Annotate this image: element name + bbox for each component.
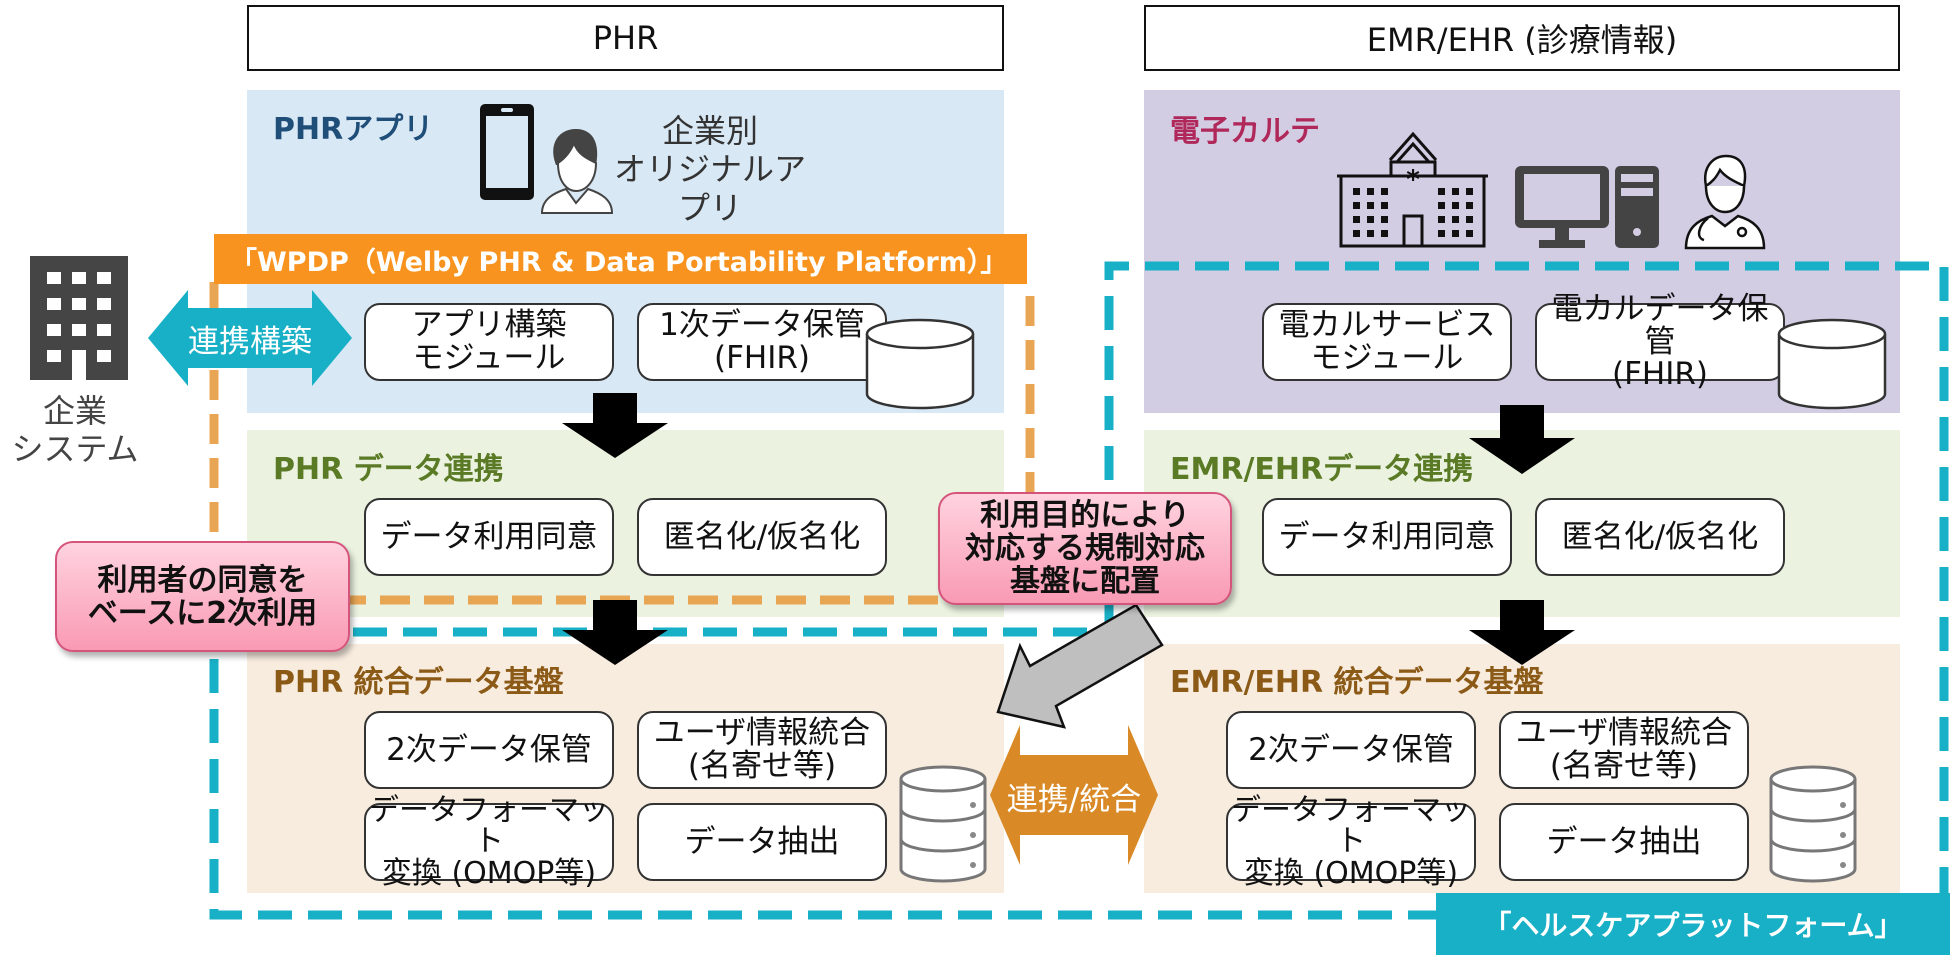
module-secondary-storage-phr[interactable]: 2次データ保管 [364, 711, 614, 789]
enterprise-system-label: 企業 システム [11, 392, 139, 469]
integration-arrow [990, 725, 1158, 865]
hospital-icon: * [1337, 131, 1488, 248]
arrow-down-phr-2 [562, 600, 668, 665]
emr-header-text: EMR/EHR (診療情報) [1366, 21, 1678, 59]
svg-text:*: * [1406, 165, 1420, 195]
module-data-consent-emr[interactable]: データ利用同意 [1262, 498, 1512, 576]
emr-column-header: EMR/EHR (診療情報) [1144, 5, 1900, 71]
phr-app-caption: 企業別 オリジナルアプリ [613, 112, 806, 227]
phr-header-text: PHR [592, 19, 659, 57]
smartphone-icon [480, 104, 534, 200]
module-user-merge-emr[interactable]: ユーザ情報統合 (名寄せ等) [1499, 711, 1749, 789]
emr-chart-title: 電子カルテ [1170, 114, 1320, 149]
database-server-icon [1769, 765, 1857, 883]
phr-data-link-title: PHR データ連携 [273, 452, 504, 487]
database-server-icon [899, 765, 987, 883]
enterprise-building-icon [30, 256, 128, 380]
module-data-extraction-emr[interactable]: データ抽出 [1499, 803, 1749, 881]
module-emr-service[interactable]: 電カルサービス モジュール [1262, 303, 1512, 381]
integration-arrow-label: 連携/統合 [1006, 782, 1142, 818]
wpdp-label-text: 「WPDP（Welby PHR & Data Portability Platf… [230, 246, 1008, 278]
module-anonymization-phr[interactable]: 匿名化/仮名化 [637, 498, 887, 576]
phr-column-header: PHR [247, 5, 1004, 71]
module-data-extraction-phr[interactable]: データ抽出 [637, 803, 887, 881]
module-data-consent-phr[interactable]: データ利用同意 [364, 498, 614, 576]
module-secondary-storage-emr[interactable]: 2次データ保管 [1226, 711, 1476, 789]
placement-arrow [996, 603, 1164, 729]
healthcare-label-text: 「ヘルスケアプラットフォーム」 [1483, 909, 1903, 942]
arrow-down-phr-1 [562, 393, 668, 458]
consent-callout: 利用者の同意を ベースに2次利用 [55, 541, 350, 652]
database-icon [1777, 318, 1887, 410]
link-build-arrow [148, 290, 352, 386]
module-app-builder[interactable]: アプリ構築 モジュール [364, 303, 614, 381]
healthcare-platform-label: 「ヘルスケアプラットフォーム」 [1436, 893, 1950, 955]
module-anonymization-emr[interactable]: 匿名化/仮名化 [1535, 498, 1785, 576]
computer-icon [1515, 166, 1659, 248]
emr-integrated-title: EMR/EHR 統合データ基盤 [1170, 665, 1544, 700]
module-user-merge-phr[interactable]: ユーザ情報統合 (名寄せ等) [637, 711, 887, 789]
emr-data-link-title: EMR/EHRデータ連携 [1170, 452, 1474, 487]
user-icon [540, 129, 614, 214]
arrow-down-emr-1 [1469, 405, 1575, 474]
module-primary-storage[interactable]: 1次データ保管 (FHIR) [637, 303, 887, 381]
database-icon [865, 318, 975, 410]
wpdp-platform-label: 「WPDP（Welby PHR & Data Portability Platf… [214, 234, 1027, 284]
phr-integrated-title: PHR 統合データ基盤 [273, 665, 564, 700]
link-build-label: 連携構築 [188, 324, 312, 360]
arrow-down-emr-2 [1469, 600, 1575, 665]
regulation-callout: 利用目的により 対応する規制対応 基盤に配置 [938, 492, 1232, 605]
phr-app-title: PHRアプリ [273, 112, 434, 147]
doctor-icon [1684, 154, 1766, 250]
